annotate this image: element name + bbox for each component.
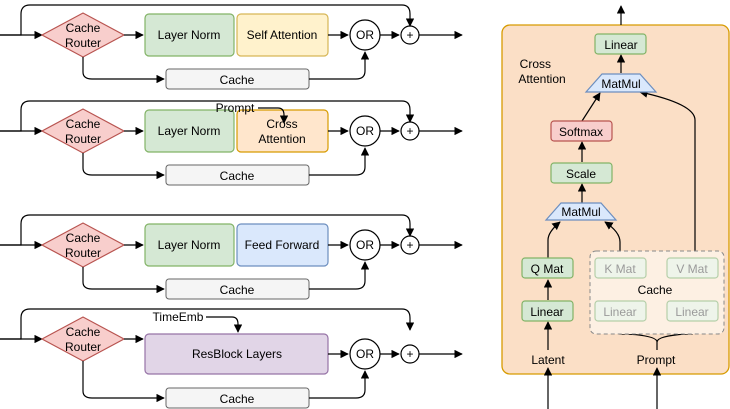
cache-label: Cache [220,283,255,297]
panel-title-line1: Cross [520,57,551,71]
cache-router-label-line2: Router [65,36,101,50]
router-to-cache-arrow [82,361,165,403]
cache-router-diamond [40,222,126,268]
softmax-label: Softmax [559,125,603,139]
scale-label: Scale [566,167,596,181]
extra-input-label: TimeEmb [153,310,204,324]
block-label-line1: Cross [266,117,297,131]
cache-router-label-line2: Router [65,340,101,354]
layer-norm-label: Layer Norm [158,238,221,252]
cache-region-label: Cache [638,283,673,297]
cache-to-or-arrow [309,370,370,399]
extra-input-arrow [258,107,289,124]
arrow-vmat-to-matmul [639,89,696,258]
router-to-cache-arrow [82,267,165,294]
add-label: + [406,124,413,138]
add-label: + [406,347,413,361]
or-label: OR [356,28,374,42]
cache-router-label-line1: Cache [66,325,101,339]
arrow-kmat-to-matmul [604,221,621,258]
cache-router-label-line1: Cache [66,21,101,35]
add-label: + [406,28,413,42]
cache-router-label-line1: Cache [66,231,101,245]
layer-norm-box [144,13,235,57]
softmax-box [550,120,613,142]
resblock-label: ResBlock Layers [192,347,282,361]
cache-router-label-line2: Router [65,246,101,260]
router-to-cache-arrow [82,57,165,84]
linear-k-box [594,300,647,322]
q-mat-label: Q Mat [531,262,564,276]
cache-router-label-line1: Cache [66,117,101,131]
cache-router-diamond [40,12,126,58]
linear-top-label: Linear [604,38,637,52]
k-mat-box [594,257,647,279]
cache-router-label-line2: Router [65,132,101,146]
block-label: Feed Forward [245,238,320,252]
arrow-softmax-to-matmul [581,92,601,122]
or-label: OR [356,238,374,252]
layer-norm-label: Layer Norm [158,124,221,138]
linear-v-label: Linear [675,305,708,319]
matmul-bottom-shape [544,202,618,221]
block-label: Self Attention [247,28,318,42]
add-label: + [406,238,413,252]
layer-norm-box [144,223,235,267]
cache-label: Cache [220,73,255,87]
linear-v-box [666,300,719,322]
cache-to-or-arrow [309,147,370,176]
v-mat-box [666,257,719,279]
panel-title: Cross Attention [518,57,565,86]
latent-label: Latent [531,353,565,367]
block-label-line2: Attention [258,132,305,146]
router-to-cache-arrow [82,153,165,180]
cache-router-diamond [40,316,126,362]
cache-label: Cache [220,169,255,183]
matmul-bottom-label: MatMul [561,205,600,219]
linear-q-label: Linear [530,305,563,319]
matmul-top-shape [584,73,658,93]
or-label: OR [356,124,374,138]
v-mat-label: V Mat [676,262,708,276]
cache-to-or-arrow [309,261,370,290]
residual-connection [0,4,415,36]
cache-label: Cache [220,392,255,406]
cache-to-or-arrow [309,51,370,80]
k-mat-label: K Mat [604,262,636,276]
matmul-top-label: MatMul [601,77,640,91]
layer-norm-box [144,109,235,153]
linear-top-box [594,33,647,55]
residual-connection [0,214,415,246]
q-mat-box [521,257,574,279]
arrow-qmat-to-matmul [547,221,561,258]
layer-norm-label: Layer Norm [158,28,221,42]
or-label: OR [356,347,374,361]
linear-k-label: Linear [603,305,636,319]
scale-box [550,162,613,184]
extra-input-label: Prompt [216,101,255,115]
panel-title-line2: Attention [518,72,565,86]
linear-q-box [521,300,574,322]
cross-attention-panel: Cross Attention Linear [501,5,730,409]
residual-connection [0,100,415,132]
extra-input-arrow [206,316,243,333]
cache-router-diamond [40,108,126,154]
residual-connection [0,308,415,340]
prompt-label: Prompt [637,353,676,367]
